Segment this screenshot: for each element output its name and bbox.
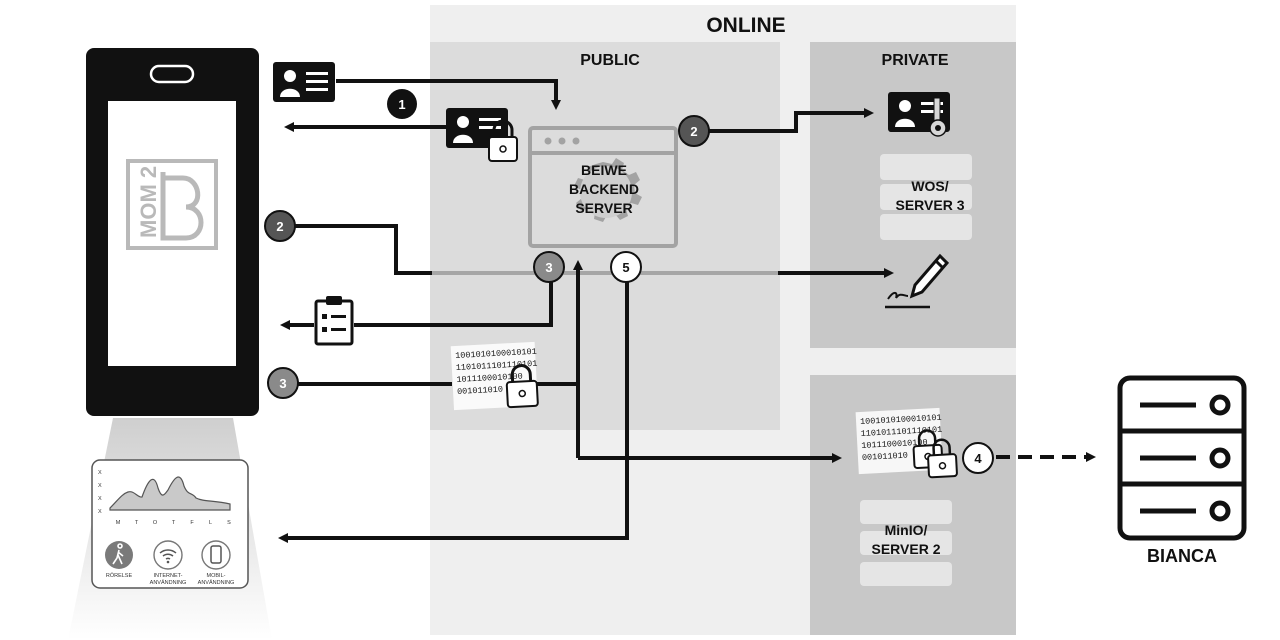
svg-text:3: 3 xyxy=(279,376,286,391)
bianca-server: BIANCA xyxy=(1117,375,1247,566)
wos-server: WOS/ SERVER 3 xyxy=(880,154,972,240)
beiwe-backend-server: BEIWE BACKEND SERVER xyxy=(528,126,678,248)
feature-label: INTERNET- xyxy=(153,573,182,579)
svg-text:4: 4 xyxy=(974,451,982,466)
flow-2-private xyxy=(708,108,874,133)
minio-label-2: SERVER 2 xyxy=(872,541,941,557)
binary-line-1: 1001010100010101 xyxy=(860,413,942,427)
locked-id-card-icon xyxy=(446,108,518,162)
wos-label-2: SERVER 3 xyxy=(896,197,965,213)
step-3-badge-phone: 3 xyxy=(267,367,299,399)
private-label: PRIVATE xyxy=(882,52,949,69)
lock-icon xyxy=(912,429,958,479)
svg-text:3: 3 xyxy=(545,260,552,275)
smartphone: MOM 2 xyxy=(86,48,259,416)
binary-line-2: 1101011101110101 xyxy=(860,425,942,439)
minio-server: MinIO/ SERVER 2 xyxy=(860,500,952,586)
walking-person-icon xyxy=(105,541,133,569)
mobile-phone-icon xyxy=(201,540,231,570)
feature-label: RÖRELSE xyxy=(106,572,133,579)
encrypted-data-phone: 1001010100010101 1101011101110101 101110… xyxy=(450,341,539,411)
step-2-badge-private: 2 xyxy=(678,115,710,147)
feature-label: MOBIL- xyxy=(207,573,226,579)
svg-text:2: 2 xyxy=(276,219,283,234)
wifi-icon xyxy=(153,540,183,570)
feature-label: ANVÄNDNING xyxy=(198,579,235,586)
chart-day-label: L xyxy=(209,520,212,526)
svg-text:2: 2 xyxy=(690,124,697,139)
svg-text:5: 5 xyxy=(622,260,629,275)
flow-2-phone xyxy=(294,224,432,275)
step-badges: 1 2 2 3 3 5 4 xyxy=(264,89,994,474)
flow-lines xyxy=(278,79,1096,543)
minio-label-1: MinIO/ xyxy=(885,522,928,538)
step-4-badge: 4 xyxy=(962,442,994,474)
beiwe-label-3: SERVER xyxy=(575,200,632,216)
phone-speaker xyxy=(149,64,195,84)
lock-icon xyxy=(505,364,539,409)
mom2-logo: MOM 2 xyxy=(126,159,218,250)
chart-day-label: S xyxy=(227,520,231,526)
activity-chart-area xyxy=(109,476,231,511)
binary-line-4: 001011010 xyxy=(457,385,503,397)
flow-3-survey xyxy=(354,282,553,327)
online-label: ONLINE xyxy=(706,14,785,37)
chart-tick-label: X xyxy=(98,483,102,489)
chart-tick-label: X xyxy=(98,496,102,502)
signature-pen-icon xyxy=(885,253,950,309)
logo-text: MOM 2 xyxy=(136,166,161,238)
binary-line-1: 1001010100010101 xyxy=(455,347,537,361)
chart-day-label: F xyxy=(190,520,194,526)
key-id-card-icon xyxy=(888,92,950,137)
feature-label: ANVÄNDNING xyxy=(150,579,187,586)
chart-tick-label: X xyxy=(98,509,102,515)
binary-line-3: 1011100010100 xyxy=(861,438,928,451)
step-3-badge-server: 3 xyxy=(533,251,565,283)
survey-clipboard-icon xyxy=(314,296,354,346)
encrypted-data-storage: 1001010100010101 1101011101110101 101110… xyxy=(855,407,958,479)
chart-day-label: M xyxy=(116,520,121,526)
beiwe-label-2: BACKEND xyxy=(569,181,639,197)
step-1-badge: 1 xyxy=(387,89,417,119)
flow-5-results xyxy=(278,282,629,543)
binary-line-3: 1011100010100 xyxy=(456,371,523,384)
chart-day-label: O xyxy=(153,520,158,526)
id-card-icon xyxy=(273,62,335,102)
step-5-badge: 5 xyxy=(610,251,642,283)
binary-line-4: 001011010 xyxy=(862,451,908,463)
flow-1-request xyxy=(336,79,561,110)
feature-icons xyxy=(105,540,231,570)
public-label: PUBLIC xyxy=(580,52,640,69)
chart-tick-label: X xyxy=(98,470,102,476)
wos-label-1: WOS/ xyxy=(911,178,948,194)
bianca-label: BIANCA xyxy=(1147,546,1217,566)
binary-line-2: 1101011101110101 xyxy=(456,359,538,373)
step-2-badge-phone: 2 xyxy=(264,210,296,242)
beiwe-label-1: BEIWE xyxy=(581,162,627,178)
svg-text:1: 1 xyxy=(398,97,405,112)
chart-day-label: T xyxy=(135,520,139,526)
chart-day-label: T xyxy=(172,520,176,526)
